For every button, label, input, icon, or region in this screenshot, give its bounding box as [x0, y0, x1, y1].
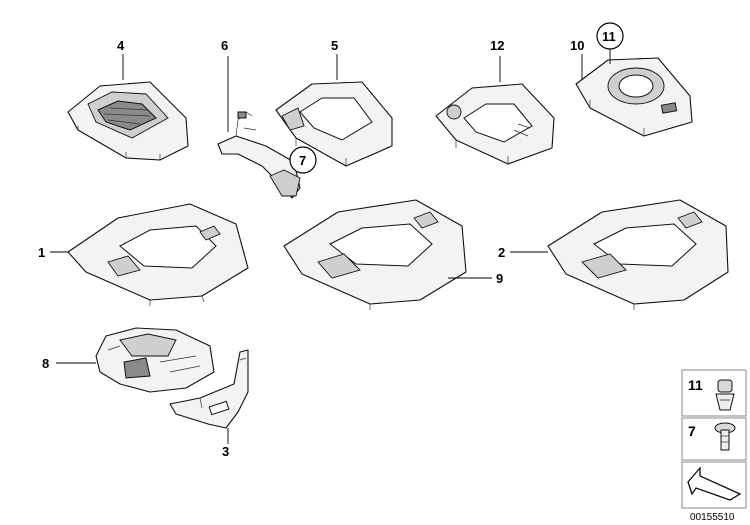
legend-number-11: 11 [688, 377, 703, 393]
callout-7-circle [289, 146, 317, 174]
callout-4: 4 [117, 38, 125, 53]
callout-9: 9 [496, 271, 503, 286]
arrow-symbol-icon [687, 466, 742, 501]
callout-6: 6 [221, 38, 228, 53]
callout-10: 10 [570, 38, 584, 53]
part-10-boot-cover [575, 57, 693, 137]
document-number: 00155510 [690, 512, 735, 523]
callout-7: 7 [299, 153, 306, 168]
part-4-selector-cover [67, 81, 189, 161]
legend-cell-11 [681, 369, 747, 417]
part-6-cable-bracket [217, 111, 301, 199]
screw-icon [714, 422, 736, 451]
part-5-shift-gate-frame [275, 81, 393, 167]
part-9-trim-panel [283, 199, 467, 310]
legend-cell-7 [681, 417, 747, 461]
part-1-trim-panel [67, 203, 249, 306]
part-3-bracket [169, 349, 249, 429]
clip-nut-icon [715, 379, 735, 411]
part-12-console-trim [435, 83, 555, 165]
callout-12: 12 [490, 38, 504, 53]
callout-5: 5 [331, 38, 338, 53]
callout-3: 3 [222, 444, 229, 459]
part-8-selector-housing [95, 327, 215, 393]
callout-1: 1 [38, 245, 45, 260]
callout-8: 8 [42, 356, 49, 371]
callout-2: 2 [498, 245, 505, 260]
callout-11-circle [596, 22, 624, 50]
callout-11: 11 [602, 29, 616, 44]
fastener-legend: 11 7 [681, 369, 747, 509]
part-2-trim-panel [547, 199, 729, 310]
legend-number-7: 7 [688, 423, 696, 439]
